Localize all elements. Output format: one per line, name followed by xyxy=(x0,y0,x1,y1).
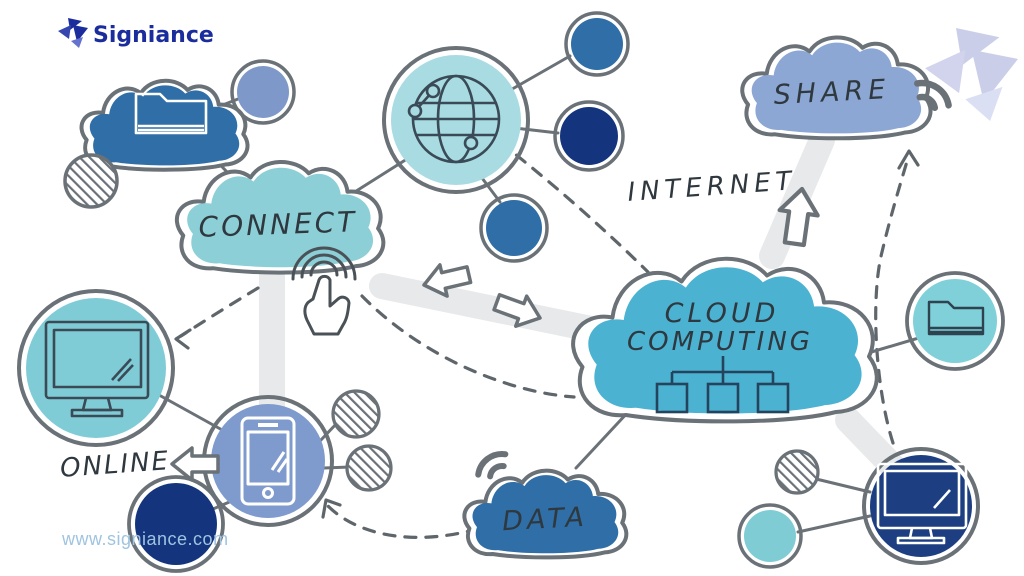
online-label: ONLINE xyxy=(59,446,171,484)
cloud-computing-label-1: CLOUD xyxy=(665,298,780,329)
folder-cloud xyxy=(79,79,250,172)
smartphone-icon xyxy=(240,416,296,506)
dashed-monitor-to-share xyxy=(874,156,910,445)
hatched-node xyxy=(331,389,381,439)
band-connect-cloudcomputing xyxy=(369,273,609,343)
folder-node xyxy=(905,271,1005,371)
arrowhead-share xyxy=(897,149,920,170)
hatched-node xyxy=(63,153,119,209)
phone-node xyxy=(202,395,334,527)
dashed-connect-to-monitor xyxy=(179,286,260,338)
folder-icon xyxy=(134,92,208,135)
signiance-logo: Signiance xyxy=(58,18,214,48)
dashed-arrowheads xyxy=(174,149,920,519)
website-url: www.signiance.com xyxy=(61,529,229,549)
network-tree-icon xyxy=(655,356,790,414)
internet-label: INTERNET xyxy=(627,166,798,208)
satellite-node xyxy=(553,100,625,172)
data-cloud: DATA xyxy=(462,469,628,560)
satellite-node xyxy=(564,11,630,77)
cloud-computing-cloud: CLOUD COMPUTING xyxy=(573,259,877,422)
cloud-computing-label-2: COMPUTING xyxy=(627,327,813,357)
satellite-node xyxy=(230,59,296,125)
signiance-logo-text: Signiance xyxy=(93,23,214,48)
satellite-node xyxy=(127,475,225,573)
monitor-node xyxy=(17,289,175,447)
folder-icon xyxy=(927,300,985,336)
satellite-node xyxy=(479,193,549,263)
monitor-node xyxy=(862,447,980,565)
share-label: SHARE xyxy=(773,74,891,111)
tap-gesture-icon xyxy=(291,246,357,336)
connect-cloud: CONNECT xyxy=(177,162,383,273)
arrowhead-phone xyxy=(321,498,342,519)
hatched-node xyxy=(345,444,393,492)
arrowhead-monitor xyxy=(174,328,192,350)
connect-label: CONNECT xyxy=(198,205,358,244)
globe-network-icon xyxy=(407,74,501,164)
dashed-connect-to-cloudcomputing xyxy=(360,294,576,399)
hatched-node xyxy=(774,449,820,495)
monitor-icon xyxy=(44,320,150,418)
signiance-logo-mark xyxy=(58,18,88,48)
share-cloud: SHARE xyxy=(740,35,933,141)
wifi-icon xyxy=(914,79,952,111)
satellite-node xyxy=(737,503,803,569)
globe-node xyxy=(382,46,530,194)
data-label: DATA xyxy=(501,502,588,537)
monitor-icon xyxy=(876,462,968,545)
wifi-icon xyxy=(475,451,509,480)
